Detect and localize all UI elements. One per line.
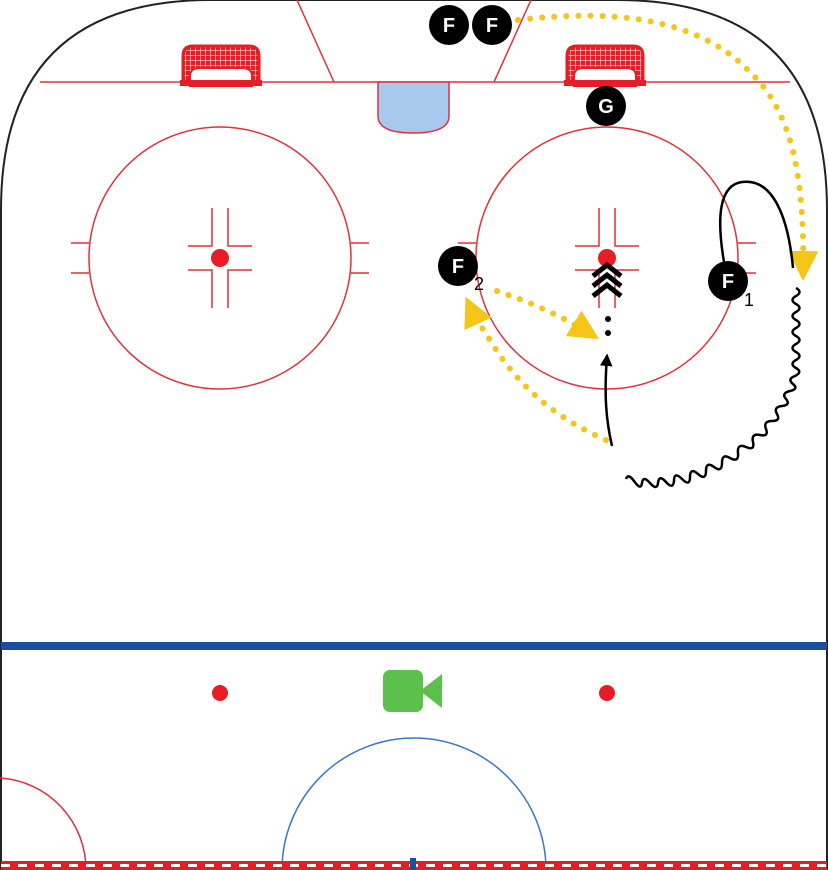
svg-text:1: 1	[744, 290, 754, 310]
player-forward-top-right[interactable]: F	[472, 5, 512, 45]
pass-path-return	[464, 296, 609, 443]
player-forward-one[interactable]: F 1	[708, 261, 754, 310]
trapezoid-line-right	[493, 0, 532, 83]
goal-net-icon-left	[180, 44, 262, 87]
center-circle	[281, 737, 547, 870]
puck-dot	[605, 330, 611, 336]
svg-text:F: F	[722, 271, 734, 293]
neutral-dot-right	[599, 685, 615, 701]
player-forward-two[interactable]: F 2	[438, 246, 484, 294]
skate-path-to-slot	[600, 353, 614, 447]
goal-net-icon-right	[564, 44, 646, 87]
pass-path-slot	[494, 288, 600, 340]
center-red-line	[1, 858, 827, 870]
player-goalie[interactable]: G	[586, 86, 626, 126]
video-camera-icon[interactable]	[383, 670, 442, 712]
neutral-faceoff-circle-left	[0, 777, 87, 870]
puck-dot	[605, 316, 611, 322]
svg-text:F: F	[486, 15, 498, 37]
neutral-dot-left	[212, 685, 228, 701]
svg-text:F: F	[443, 15, 455, 37]
player-forward-top-left[interactable]: F	[429, 5, 469, 45]
faceoff-dot-left	[211, 249, 229, 267]
faceoff-circle-left	[71, 126, 369, 390]
chevron-stack-icon	[591, 261, 623, 298]
skate-path-loop	[719, 180, 795, 269]
svg-text:G: G	[598, 96, 614, 118]
blue-line	[1, 642, 827, 650]
goal-crease	[377, 81, 450, 134]
svg-text:2: 2	[474, 274, 484, 294]
trapezoid-line-left	[296, 0, 335, 83]
pass-path-boards	[515, 12, 819, 281]
svg-text:F: F	[452, 256, 464, 278]
faceoff-dot-right	[598, 249, 616, 267]
puck-carry-path	[624, 286, 801, 489]
